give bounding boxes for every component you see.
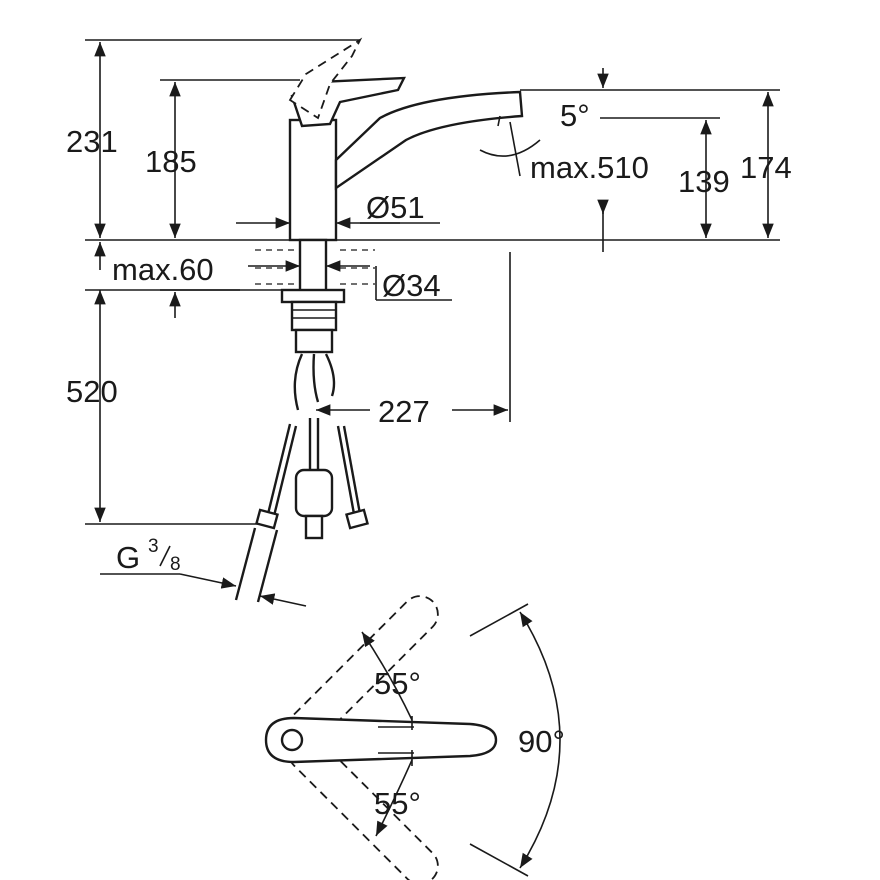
dim-arc-90 <box>519 611 561 869</box>
label-d51: Ø51 <box>366 190 425 225</box>
hose-connector <box>294 328 334 354</box>
hose-nut-left <box>255 508 279 530</box>
pull-out-spout <box>334 90 524 191</box>
spout-outlet <box>497 115 501 127</box>
faucet-body <box>288 118 338 242</box>
pipe-left-edge <box>234 527 257 601</box>
label-520: 520 <box>66 374 118 409</box>
label-55-bottom: 55° <box>374 786 421 821</box>
label-185: 185 <box>145 144 197 179</box>
lever-raised-outline <box>288 37 363 120</box>
thread-block <box>290 300 338 332</box>
hose-mid-upper <box>312 353 320 403</box>
label-55-top: 55° <box>374 666 421 701</box>
handle-position-right-dashed <box>287 733 439 880</box>
hose-left <box>266 423 292 515</box>
label-227: 227 <box>378 394 430 429</box>
side-view: 231 185 174 139 max.510 5° Ø51 max.60 Ø3… <box>66 37 792 607</box>
hose-right-upper <box>324 353 336 397</box>
dim-arc-55-top <box>361 631 413 721</box>
label-5deg: 5° <box>560 98 590 133</box>
handle-top-view <box>264 716 498 764</box>
label-90deg: 90° <box>518 724 565 759</box>
label-thread-den: 8 <box>170 554 181 575</box>
counterweight-tip <box>304 514 324 540</box>
counterweight <box>294 468 334 518</box>
hose-left-upper <box>293 353 304 411</box>
dim-line-thread <box>179 573 237 589</box>
label-231: 231 <box>66 124 118 159</box>
top-view: 55° 55° 90° <box>264 595 565 880</box>
label-d34: Ø34 <box>382 268 441 303</box>
mounting-nut <box>280 288 346 304</box>
hose-right <box>336 425 356 515</box>
label-174: 174 <box>740 150 792 185</box>
dim-arc-55-bottom <box>375 759 413 837</box>
cartridge-center <box>280 728 304 752</box>
label-thread-g: G <box>116 540 140 575</box>
handle-position-left-dashed <box>287 595 439 747</box>
label-thread-num: 3 <box>148 536 159 557</box>
hose-nut-right <box>345 508 369 530</box>
label-max60: max.60 <box>112 252 214 287</box>
label-139: 139 <box>678 164 730 199</box>
pipe-right-edge <box>256 529 279 603</box>
label-max510: max.510 <box>530 150 649 185</box>
dim-arc-5deg <box>479 139 541 157</box>
thread-ribs <box>292 309 336 319</box>
